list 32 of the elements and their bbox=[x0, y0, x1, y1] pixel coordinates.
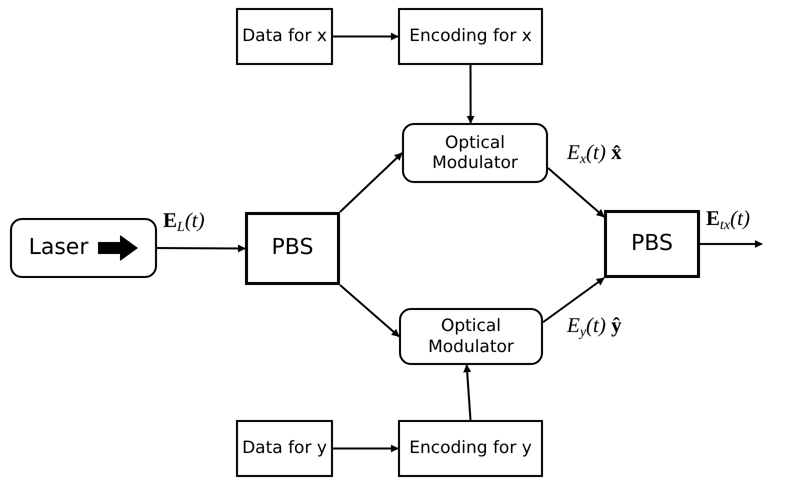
edge-label: E$_{y}$(t) ŷ bbox=[567, 313, 622, 341]
arrow bbox=[339, 284, 400, 338]
rounded-box bbox=[402, 123, 548, 183]
rounded-box bbox=[399, 308, 543, 365]
arrow bbox=[333, 444, 399, 452]
node-label: Laser bbox=[28, 234, 88, 262]
node-label: PBS bbox=[272, 235, 314, 262]
arrow bbox=[333, 32, 399, 40]
node-label: Data for y bbox=[242, 438, 327, 459]
arrow bbox=[339, 152, 403, 213]
node-label: Encoding for x bbox=[409, 26, 532, 47]
edge-label: E$_{x}$(t) x̂ bbox=[567, 140, 622, 168]
node-label: Optical Modulator bbox=[431, 132, 519, 174]
arrow bbox=[157, 244, 246, 252]
arrow bbox=[466, 65, 475, 124]
process-box bbox=[604, 210, 700, 278]
edge-label: E$_{tx}$(t) bbox=[706, 206, 750, 234]
node-label: Optical Modulator bbox=[427, 316, 515, 357]
process-box bbox=[398, 420, 543, 477]
arrow bbox=[542, 277, 605, 324]
arrow bbox=[547, 167, 605, 218]
process-box bbox=[236, 8, 333, 65]
node-label: Encoding for y bbox=[409, 438, 532, 459]
node-label: Data for x bbox=[242, 26, 327, 47]
process-box bbox=[236, 420, 333, 477]
rounded-box bbox=[10, 218, 157, 278]
node-label: PBS bbox=[631, 230, 673, 258]
arrow bbox=[463, 364, 472, 420]
edge-label: E$_{L}$(t) bbox=[163, 208, 205, 236]
arrow bbox=[700, 240, 763, 248]
process-box bbox=[245, 212, 340, 285]
process-box bbox=[398, 8, 543, 65]
